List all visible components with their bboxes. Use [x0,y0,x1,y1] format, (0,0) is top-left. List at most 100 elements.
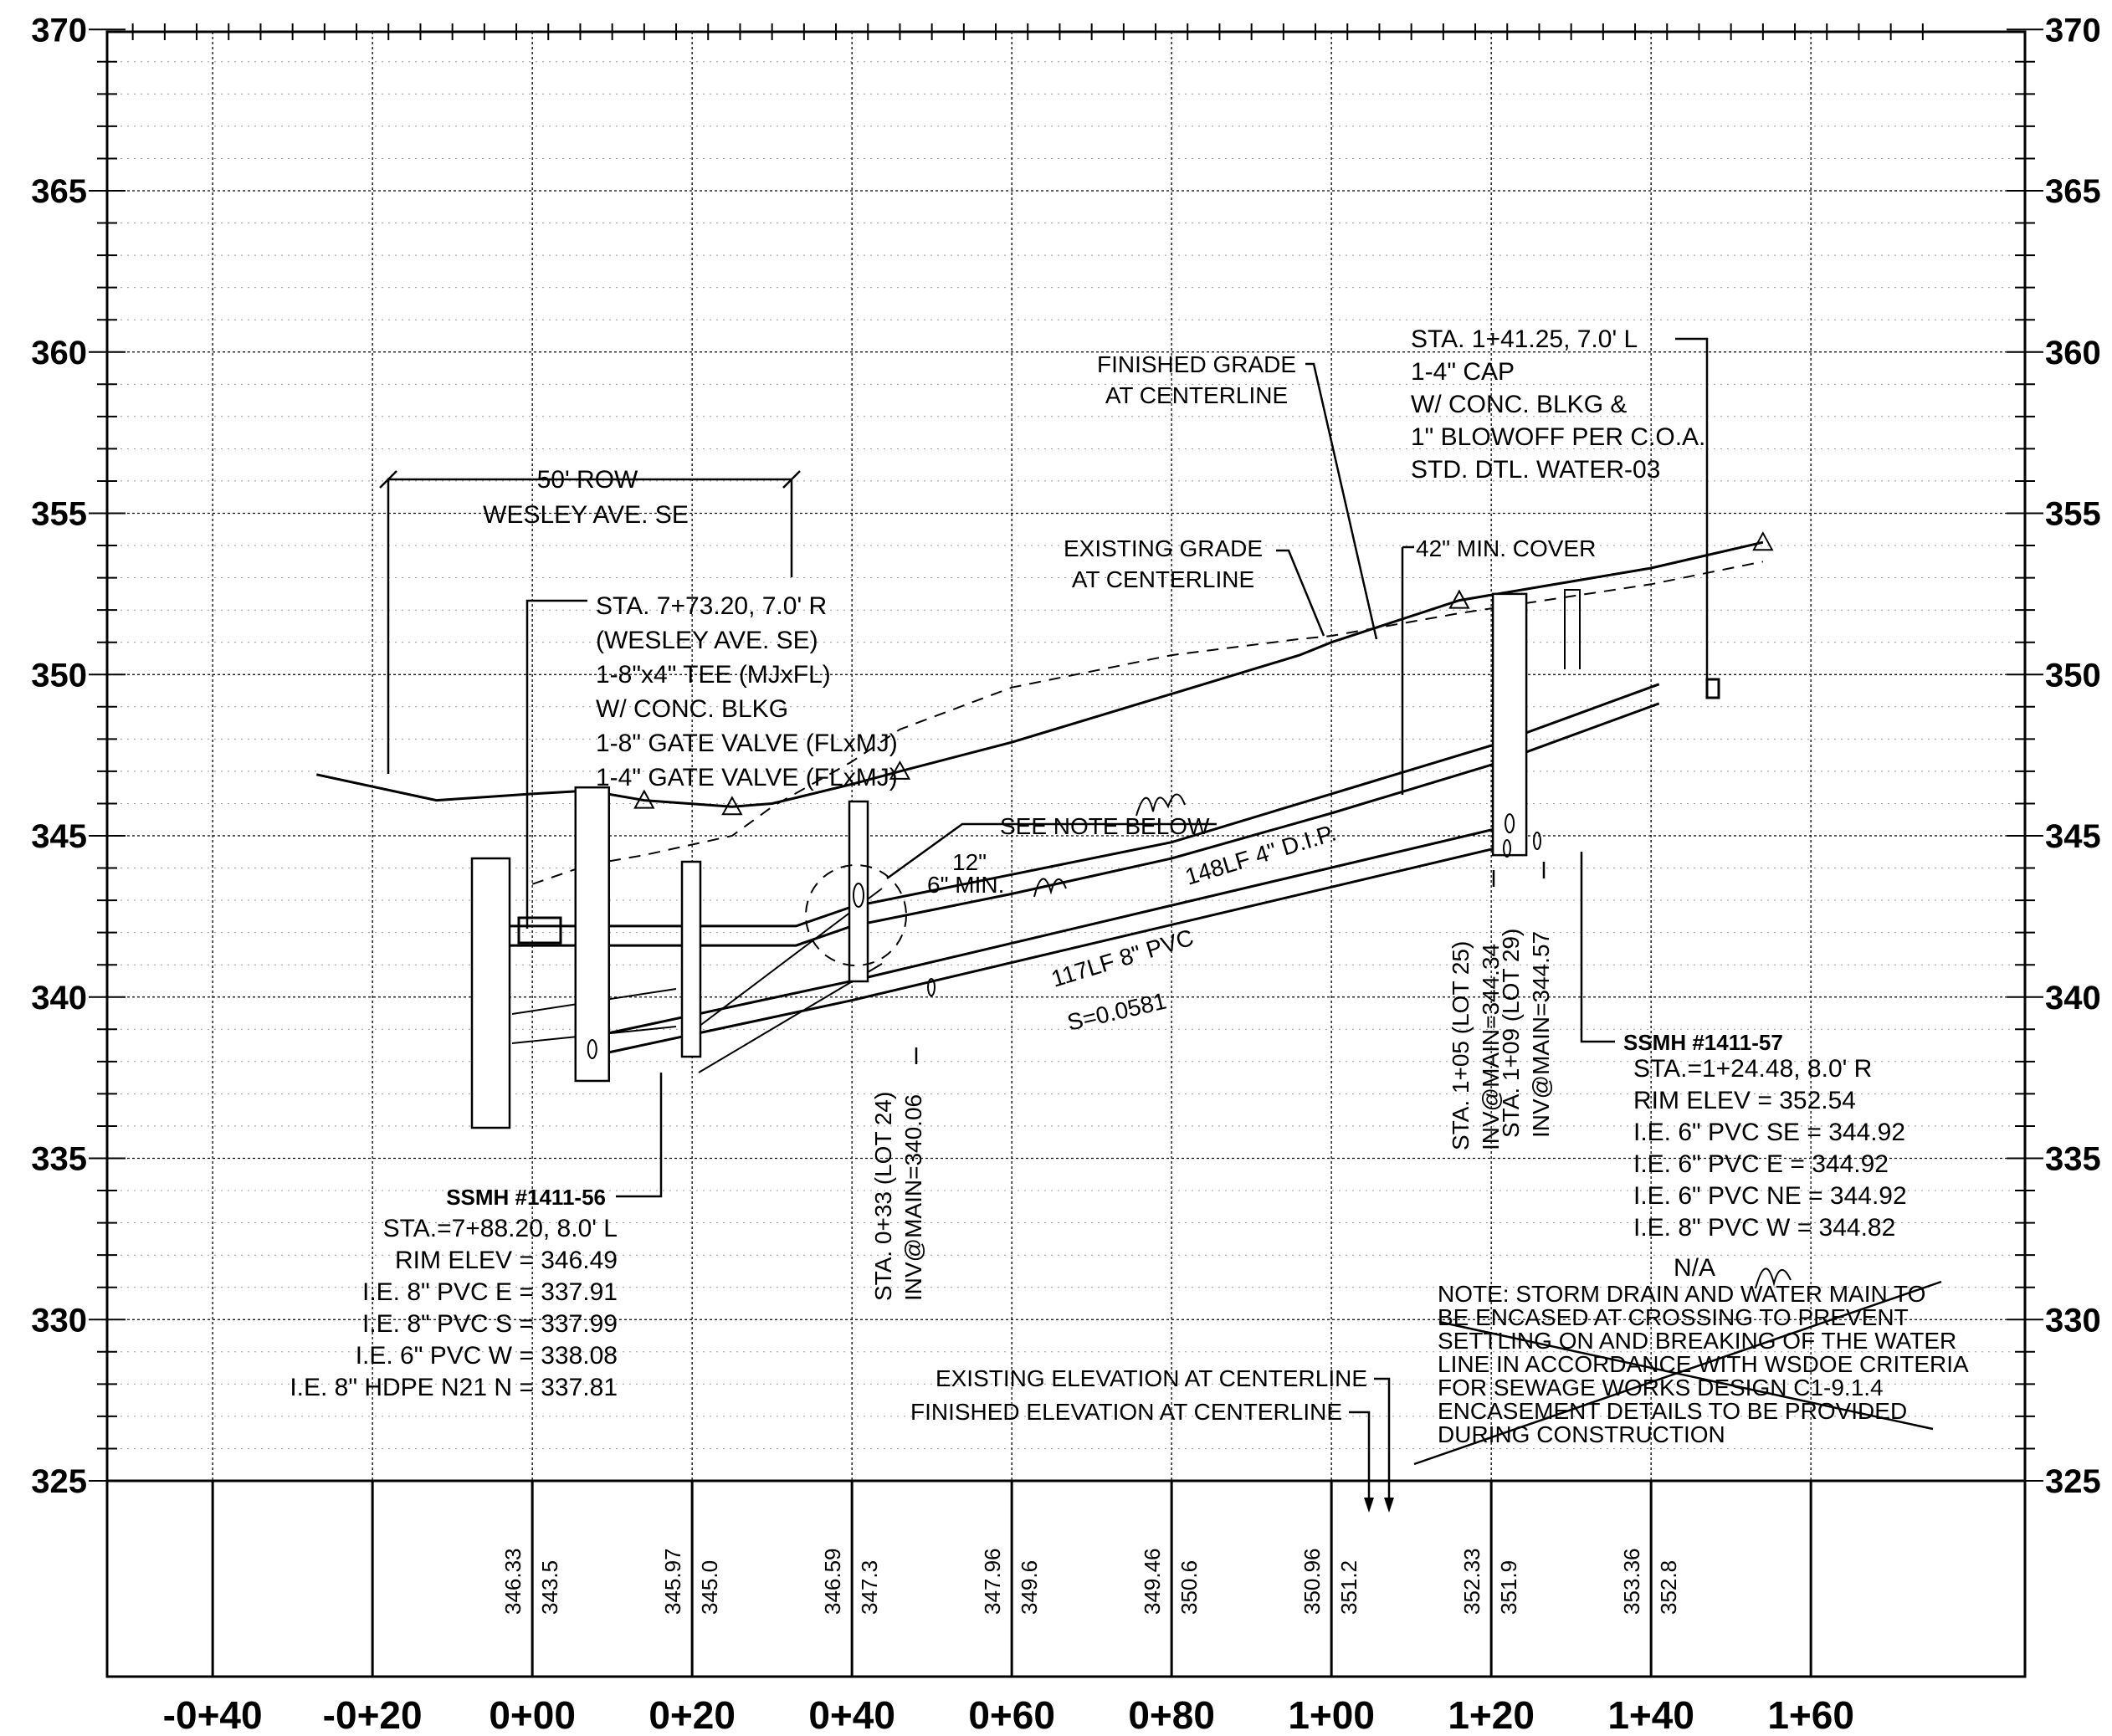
finished-grade-leader [1305,362,1378,640]
x-tick-label: -0+20 [323,1693,423,1736]
finished-grade-line [315,540,1764,808]
y-tick-label: 355 [2045,496,2101,533]
x-tick-label: 0+80 [1128,1693,1215,1736]
invert-callout-line: INV@MAIN=344.34 [1478,944,1504,1150]
finished-elev-cell: 347.96 [980,1548,1005,1615]
crossing-circle [805,864,907,966]
y-tick-label: 365 [31,173,87,210]
invert-callout-line: STA. 1+05 (LOT 25) [1448,941,1474,1150]
y-tick-label: 335 [2045,1141,2101,1178]
sewer-pipe-label: 117LF 8" PVC [1048,924,1197,992]
existing-grade-leader [1276,549,1325,637]
y-tick-label: 370 [2045,12,2101,49]
invert-callout-line: STA. 0+33 (LOT 24) [870,1092,896,1301]
y-tick-label: 350 [31,657,87,694]
sewer-main-top [596,824,1508,1037]
crossing-mark [853,883,864,908]
valve-box [848,800,869,983]
invert-mark [1503,839,1511,858]
ssmh56-title: SSMH #1411-56 [446,1185,606,1210]
note-line: DURING CONSTRUCTION [1438,1421,1725,1447]
y-tick-label: 360 [31,335,87,371]
y-tick-label: 345 [31,818,87,855]
y-tick-label: 330 [31,1302,87,1339]
finished-elev-cell: 345.97 [660,1548,685,1615]
survey-triangle [1448,589,1470,609]
existing-elev-cell: 351.2 [1336,1560,1361,1615]
cap-fitting [1705,678,1720,699]
min-cover-label: 42" MIN. COVER [1416,535,1596,561]
initials-mark [1033,878,1067,898]
tee-callout-line: 1-8"x4" TEE (MJxFL) [596,661,831,689]
na-mark: N/A [1674,1254,1715,1282]
legend-arrow [1364,1498,1374,1513]
cap-callout-line: 1-4" CAP [1411,358,1515,386]
x-tick-label: 1+20 [1448,1693,1535,1736]
cap-leader [1675,337,1709,684]
water-main-top [480,683,1660,928]
existing-grade-label: EXISTING GRADE [1064,535,1263,561]
x-tick-label: 1+60 [1767,1693,1854,1736]
row-dimension [387,478,793,774]
sewer-main-bottom [596,844,1508,1057]
existing-structure [470,857,511,1129]
finished-grade-label: FINISHED GRADE [1097,351,1296,377]
legend-finished: FINISHED ELEVATION AT CENTERLINE [910,1399,1342,1425]
separation-12-label: 12" [952,849,987,875]
manhole-cone [1564,589,1581,669]
existing-grade-line [531,561,1764,885]
ssmh57-title: SSMH #1411-57 [1623,1030,1783,1055]
x-tick-label: 0+00 [489,1693,576,1736]
y-tick-label: 360 [2045,335,2101,371]
slope-label: S=0.0581 [1064,987,1169,1035]
survey-triangle [889,760,911,780]
ssmh56-line: I.E. 8" PVC S = 337.99 [362,1310,618,1338]
y-tick-label: 350 [2045,657,2101,694]
y-tick-label: 330 [2045,1302,2101,1339]
manhole-body [574,786,611,1083]
legend-finished-leader [1349,1411,1371,1506]
x-tick-label: -0+40 [163,1693,263,1736]
existing-elev-cell: 352.8 [1656,1560,1681,1615]
cap-callout-line: W/ CONC. BLKG & [1411,391,1627,418]
x-tick-label: 1+00 [1288,1693,1375,1736]
ssmh56-line: I.E. 8" PVC E = 337.91 [362,1278,618,1306]
profile-grid [89,23,2043,1483]
existing-elev-cell: 350.6 [1176,1560,1202,1615]
note-line: ENCASEMENT DETAILS TO BE PROVIDED [1438,1398,1907,1424]
row-tick [379,470,397,489]
invert-callout-line: STA. 1+09 (LOT 29) [1498,929,1524,1138]
existing-elev-cell: 351.9 [1496,1560,1521,1615]
row-tick [782,470,801,489]
water-main-bottom [480,702,1660,947]
y-tick-label: 365 [2045,173,2101,210]
y-tick-label: 325 [2045,1463,2101,1500]
ssmh57-line: I.E. 6" PVC NE = 344.92 [1633,1182,1907,1210]
x-tick-label: 0+40 [808,1693,895,1736]
profile-drawing [315,531,1774,1129]
x-tick-label: 0+60 [968,1693,1055,1736]
manhole-body [1491,592,1528,857]
finished-elev-cell: 350.96 [1299,1548,1325,1615]
invert-mark [927,978,936,996]
note-line: SETTLING ON AND BREAKING OF THE WATER [1438,1328,1956,1354]
y-tick-label: 345 [2045,818,2101,855]
y-tick-label: 355 [31,496,87,533]
ssmh56-line: I.E. 6" PVC W = 338.08 [356,1342,618,1370]
separation-6-label: 6" MIN. [927,872,1004,898]
y-tick-label: 325 [31,1463,87,1500]
row-dim-label: 50' ROW [537,466,638,494]
x-tick-label: 1+40 [1607,1693,1694,1736]
finished-grade-label: AT CENTERLINE [1105,382,1288,408]
existing-structure [680,860,702,1058]
finished-elev-cell: 353.36 [1619,1548,1644,1615]
survey-triangle [1752,531,1774,551]
legend-existing: EXISTING ELEVATION AT CENTERLINE [936,1365,1367,1391]
ssmh57-line: I.E. 8" PVC W = 344.82 [1633,1214,1895,1242]
row-street-label: WESLEY AVE. SE [483,501,689,529]
ssmh56-line: RIM ELEV = 346.49 [395,1247,618,1274]
existing-elev-cell: 345.0 [697,1560,722,1615]
finished-elev-cell: 349.46 [1140,1548,1165,1615]
